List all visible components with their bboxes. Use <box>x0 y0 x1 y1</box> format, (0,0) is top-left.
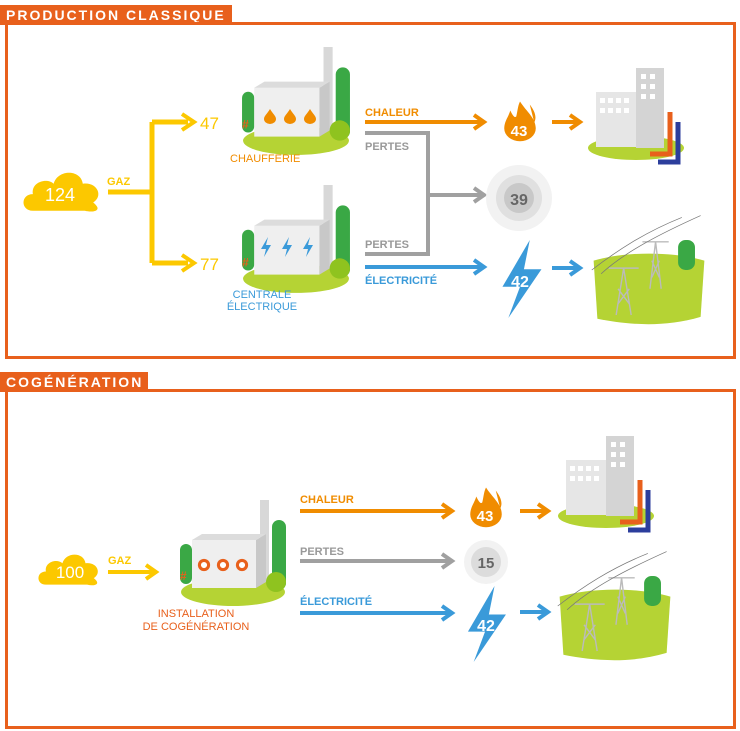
cogen-gas-label: GAZ <box>108 555 132 567</box>
plant-label-2: ÉLECTRIQUE <box>227 300 297 313</box>
cogen-loss-value: 15 <box>478 555 495 572</box>
classic-loss-value: 39 <box>510 192 528 209</box>
cogen-heat-value: 43 <box>477 508 494 525</box>
classic-gas-total: 124 <box>45 185 75 205</box>
sun-icon <box>197 558 211 572</box>
cogen-panel <box>5 389 736 729</box>
sun-icon <box>235 558 249 572</box>
arrowhead-icon <box>180 112 198 273</box>
plant-label-1: CENTRALE <box>233 289 292 301</box>
cogen-heat-label: CHALEUR <box>300 494 354 506</box>
gas-split-arrow <box>108 119 188 266</box>
classic-heat-label: CHALEUR <box>365 107 419 119</box>
classic-title: PRODUCTION CLASSIQUE <box>0 5 232 25</box>
classic-elec-label: ÉLECTRICITÉ <box>365 274 437 287</box>
power-plant-icon <box>242 185 350 293</box>
classic-heat-value: 43 <box>511 123 528 140</box>
city-buildings-icon <box>558 436 654 530</box>
classic-loss-label-top: PERTES <box>365 141 409 153</box>
classic-elec-value: 42 <box>511 274 529 291</box>
classic-branch-elec: 77 <box>200 255 219 274</box>
cogen-plant-label-1: INSTALLATION <box>158 608 235 620</box>
power-pylons-icon <box>557 550 672 661</box>
boiler-label: CHAUFFERIE <box>230 153 300 165</box>
cogen-plant-label-2: DE COGÉNÉRATION <box>143 620 250 633</box>
power-pylons-icon <box>591 214 706 325</box>
cogen-elec-label: ÉLECTRICITÉ <box>300 595 372 608</box>
cogen-gas-total: 100 <box>56 563 84 582</box>
cogen-loss-label: PERTES <box>300 546 344 558</box>
electricity-arrow <box>365 258 488 276</box>
cogeneration-plant-icon <box>180 500 286 606</box>
cogen-title: COGÉNÉRATION <box>0 372 148 392</box>
classic-panel <box>5 22 736 359</box>
city-buildings-icon <box>588 68 684 162</box>
loss-arrow <box>365 131 488 256</box>
cogen-elec-value: 42 <box>477 618 495 635</box>
classic-gas-label: GAZ <box>107 176 131 188</box>
boiler-factory-icon <box>242 47 350 155</box>
sun-icon <box>216 558 230 572</box>
heat-arrow <box>365 113 488 131</box>
classic-branch-heat: 47 <box>200 114 219 133</box>
gas-arrow <box>108 563 160 581</box>
classic-loss-label-bottom: PERTES <box>365 239 409 251</box>
